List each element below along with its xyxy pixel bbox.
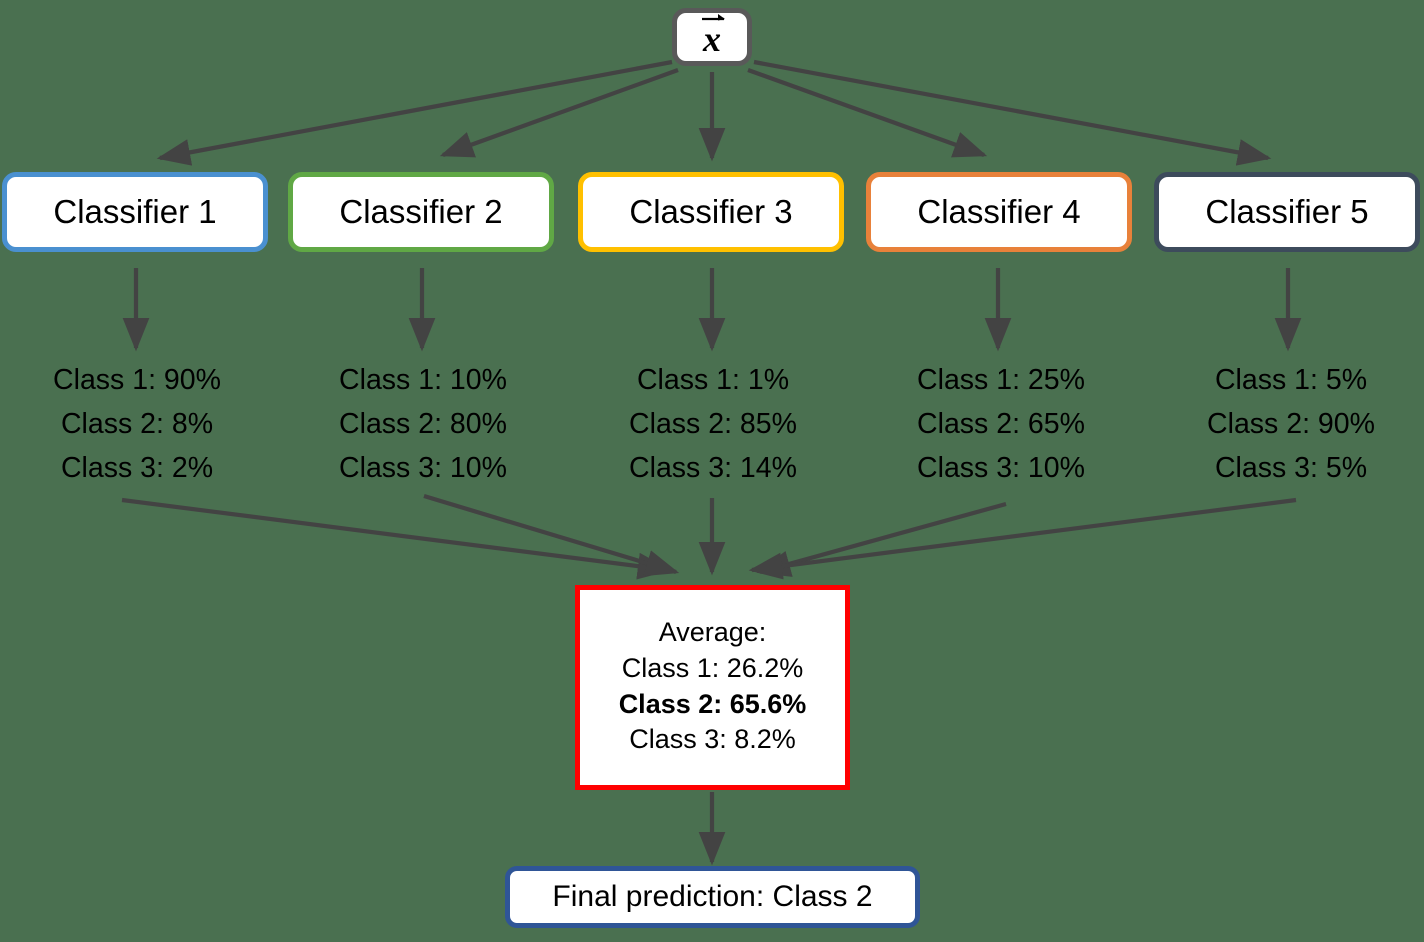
classifier-label-3: Classifier 3 (629, 193, 793, 230)
classifier-box-3[interactable]: Classifier 3 (578, 172, 844, 252)
classifier-box-5[interactable]: Classifier 5 (1154, 172, 1420, 252)
average-box: Average: Class 1: 26.2% Class 2: 65.6% C… (575, 585, 850, 790)
input-vector-letter: x (703, 19, 721, 59)
arrow-input-to-classifier-4 (747, 68, 988, 158)
probability-row: Class 1: 5% (1214, 364, 1368, 396)
input-vector-label: x (702, 14, 725, 59)
probability-row: Class 3: 14% (629, 452, 797, 485)
input-vector-box: x (672, 8, 752, 66)
arrow-input-to-classifier-5 (753, 59, 1272, 166)
classifier-box-1[interactable]: Classifier 1 (2, 172, 268, 252)
probability-row: Class 3: 10% (339, 452, 507, 485)
probability-list-1: Class 1: 90% Class 2: 8% Class 3: 2% (6, 358, 268, 491)
probability-row: Class 1: 1% (636, 364, 790, 396)
classifier-label-2: Classifier 2 (339, 193, 503, 230)
probability-row: Class 1: 10% (339, 364, 507, 396)
arrow-probs-4-to-average (756, 501, 1007, 577)
probability-row: Class 2: 8% (60, 408, 214, 441)
arrow-input-to-classifier-2 (439, 68, 679, 158)
final-prediction-label: Final prediction: Class 2 (552, 880, 873, 913)
arrow-probs-5-to-average (748, 497, 1297, 580)
average-row-class-2: Class 2: 65.6% (618, 688, 807, 719)
probability-row: Class 3: 5% (1214, 452, 1368, 485)
average-row-class-3: Class 3: 8.2% (629, 724, 796, 755)
vector-arrow-accent (702, 14, 725, 21)
arrow-probs-2-to-average (423, 493, 680, 577)
final-prediction-box[interactable]: Final prediction: Class 2 (505, 866, 920, 928)
arrow-input-to-classifier-1 (156, 59, 673, 166)
probability-list-2: Class 1: 10% Class 2: 80% Class 3: 10% (292, 358, 554, 491)
probability-row: Class 2: 80% (339, 408, 507, 441)
probability-row: Class 2: 85% (629, 408, 797, 441)
classifier-label-1: Classifier 1 (53, 193, 217, 230)
arrow-probs-1-to-average (121, 497, 672, 580)
probability-row: Class 3: 10% (917, 452, 1085, 485)
classifier-label-5: Classifier 5 (1205, 193, 1369, 230)
probability-list-3: Class 1: 1% Class 2: 85% Class 3: 14% (582, 358, 844, 491)
probability-row: Class 3: 2% (60, 452, 214, 485)
average-row-class-1: Class 1: 26.2% (621, 652, 804, 683)
classifier-box-2[interactable]: Classifier 2 (288, 172, 554, 252)
probability-row: Class 2: 90% (1207, 408, 1375, 441)
probability-list-5: Class 1: 5% Class 2: 90% Class 3: 5% (1160, 358, 1422, 491)
probability-row: Class 1: 25% (917, 364, 1085, 396)
probability-list-4: Class 1: 25% Class 2: 65% Class 3: 10% (870, 358, 1132, 491)
average-heading: Average: (658, 616, 767, 647)
probability-row: Class 1: 90% (53, 364, 221, 396)
classifier-box-4[interactable]: Classifier 4 (866, 172, 1132, 252)
classifier-label-4: Classifier 4 (917, 193, 1081, 230)
probability-row: Class 2: 65% (917, 408, 1085, 441)
